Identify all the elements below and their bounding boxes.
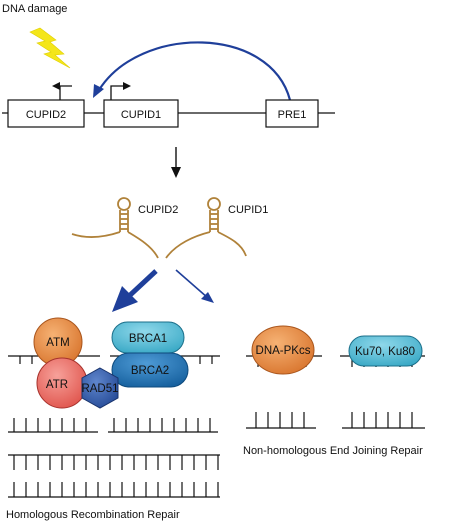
hr-template-dna xyxy=(8,454,220,498)
lightning-icon xyxy=(29,27,71,69)
brca2-label: BRCA2 xyxy=(131,365,169,377)
rad51-label: RAD51 xyxy=(81,383,118,395)
cupid1-promoter-arrow xyxy=(110,82,131,100)
brca2-protein: BRCA2 xyxy=(111,352,189,388)
rna-cupid2-label: CUPID2 xyxy=(138,204,178,216)
rna-cupid1-label: CUPID1 xyxy=(228,204,268,216)
nhej-pathway-arrow xyxy=(175,269,214,303)
atr-protein: ATR xyxy=(36,357,88,409)
gene-cupid1-label: CUPID1 xyxy=(121,109,161,121)
ku70-ku80-protein: Ku70, Ku80 xyxy=(348,335,423,367)
gene-pre1: PRE1 xyxy=(265,99,319,128)
gene-pre1-label: PRE1 xyxy=(278,109,307,121)
nhej-broken-dna-right xyxy=(342,412,425,429)
gene-cupid2: CUPID2 xyxy=(7,99,85,128)
ku-label: Ku70, Ku80 xyxy=(355,346,415,358)
rna-cupid2 xyxy=(71,197,159,259)
cupid2-promoter-arrow xyxy=(52,82,72,100)
hr-pathway-arrow xyxy=(112,269,158,312)
gene-cupid1: CUPID1 xyxy=(103,99,179,128)
rna-cupid1 xyxy=(165,197,247,259)
rad51-protein: RAD51 xyxy=(81,367,119,409)
dna-pkcs-label: DNA-PKcs xyxy=(256,345,311,357)
atm-protein: ATM xyxy=(33,317,83,367)
atm-label: ATM xyxy=(46,337,69,349)
dna-damage-label: DNA damage xyxy=(2,3,67,15)
dna-pkcs-protein: DNA-PKcs xyxy=(251,325,315,375)
brca1-protein: BRCA1 xyxy=(111,321,185,354)
brca1-label: BRCA1 xyxy=(129,333,167,345)
nhej-pathway-label: Non-homologous End Joining Repair xyxy=(243,445,423,457)
hr-broken-dna-right xyxy=(108,418,218,433)
nhej-broken-dna-left xyxy=(246,412,316,429)
atr-label: ATR xyxy=(46,379,68,391)
transcription-down-arrow xyxy=(171,147,181,178)
gene-cupid2-label: CUPID2 xyxy=(26,109,66,121)
regulation-arc-arrow xyxy=(98,41,292,101)
regulation-arrowhead xyxy=(93,84,104,98)
hr-broken-dna-left xyxy=(8,418,98,433)
hr-pathway-label: Homologous Recombination Repair xyxy=(6,509,180,521)
